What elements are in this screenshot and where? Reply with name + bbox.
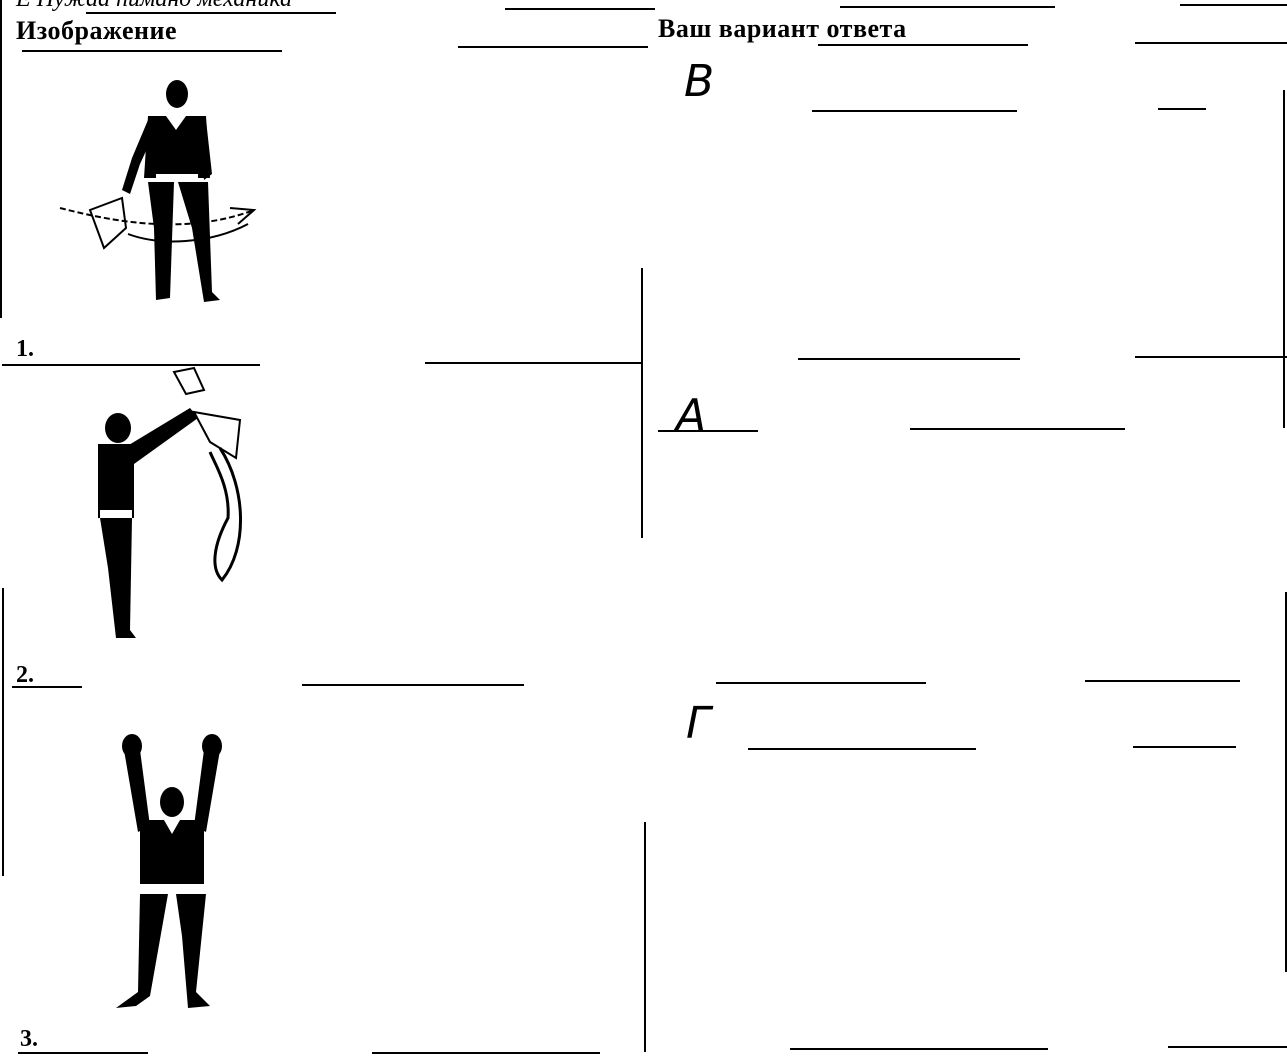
- answer-2: А: [676, 394, 706, 438]
- signaler-arms-raised-icon: [110, 736, 230, 1018]
- answer-1: В: [684, 60, 714, 104]
- column-header-image: Изображение: [16, 16, 177, 46]
- row-number-2: 2.: [16, 662, 34, 689]
- column-header-answer: Ваш вариант ответа: [658, 14, 907, 44]
- row-number-3: 3.: [20, 1026, 38, 1053]
- answer-3: Г: [686, 702, 711, 746]
- signaler-raising-flag-icon: [90, 368, 260, 643]
- signaler-waving-flag-low-icon: [40, 78, 260, 308]
- row-number-1: 1.: [16, 336, 34, 363]
